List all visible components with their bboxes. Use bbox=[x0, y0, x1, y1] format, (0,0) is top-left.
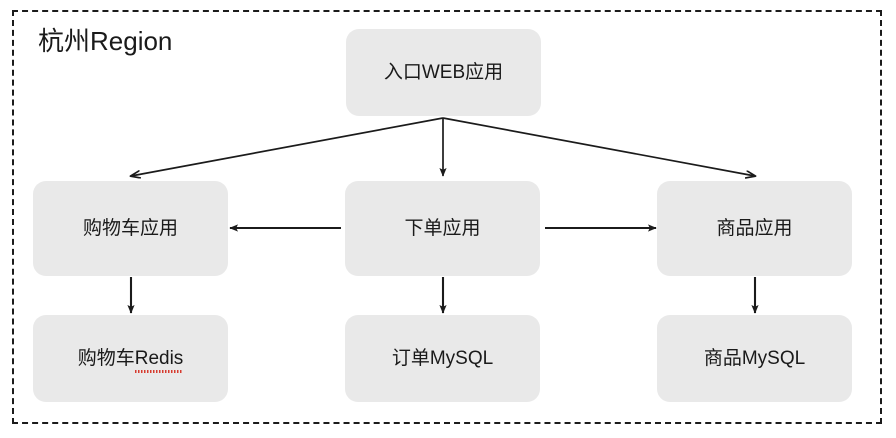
node-order-mysql-label: 订单MySQL bbox=[391, 347, 494, 369]
node-product-mysql[interactable]: 商品MySQL bbox=[657, 315, 852, 402]
node-cart-redis[interactable]: 购物车Redis bbox=[33, 315, 228, 402]
node-cart-redis-label: 购物车Redis bbox=[77, 347, 184, 373]
node-order-mysql[interactable]: 订单MySQL bbox=[345, 315, 540, 402]
node-product-app[interactable]: 商品应用 bbox=[657, 181, 852, 276]
node-product-mysql-label: 商品MySQL bbox=[703, 347, 806, 369]
node-cart-app-label: 购物车应用 bbox=[82, 217, 178, 239]
node-web-entry-label: 入口WEB应用 bbox=[383, 61, 504, 83]
node-cart-redis-label-suffix: Redis bbox=[134, 347, 184, 373]
region-boundary bbox=[12, 10, 882, 424]
node-cart-app[interactable]: 购物车应用 bbox=[33, 181, 228, 276]
node-cart-redis-label-prefix: 购物车 bbox=[77, 347, 135, 369]
node-order-app[interactable]: 下单应用 bbox=[345, 181, 540, 276]
node-order-app-label: 下单应用 bbox=[404, 217, 481, 239]
node-product-app-label: 商品应用 bbox=[716, 217, 793, 239]
region-title: 杭州Region bbox=[38, 26, 173, 56]
node-web-entry[interactable]: 入口WEB应用 bbox=[346, 29, 541, 116]
